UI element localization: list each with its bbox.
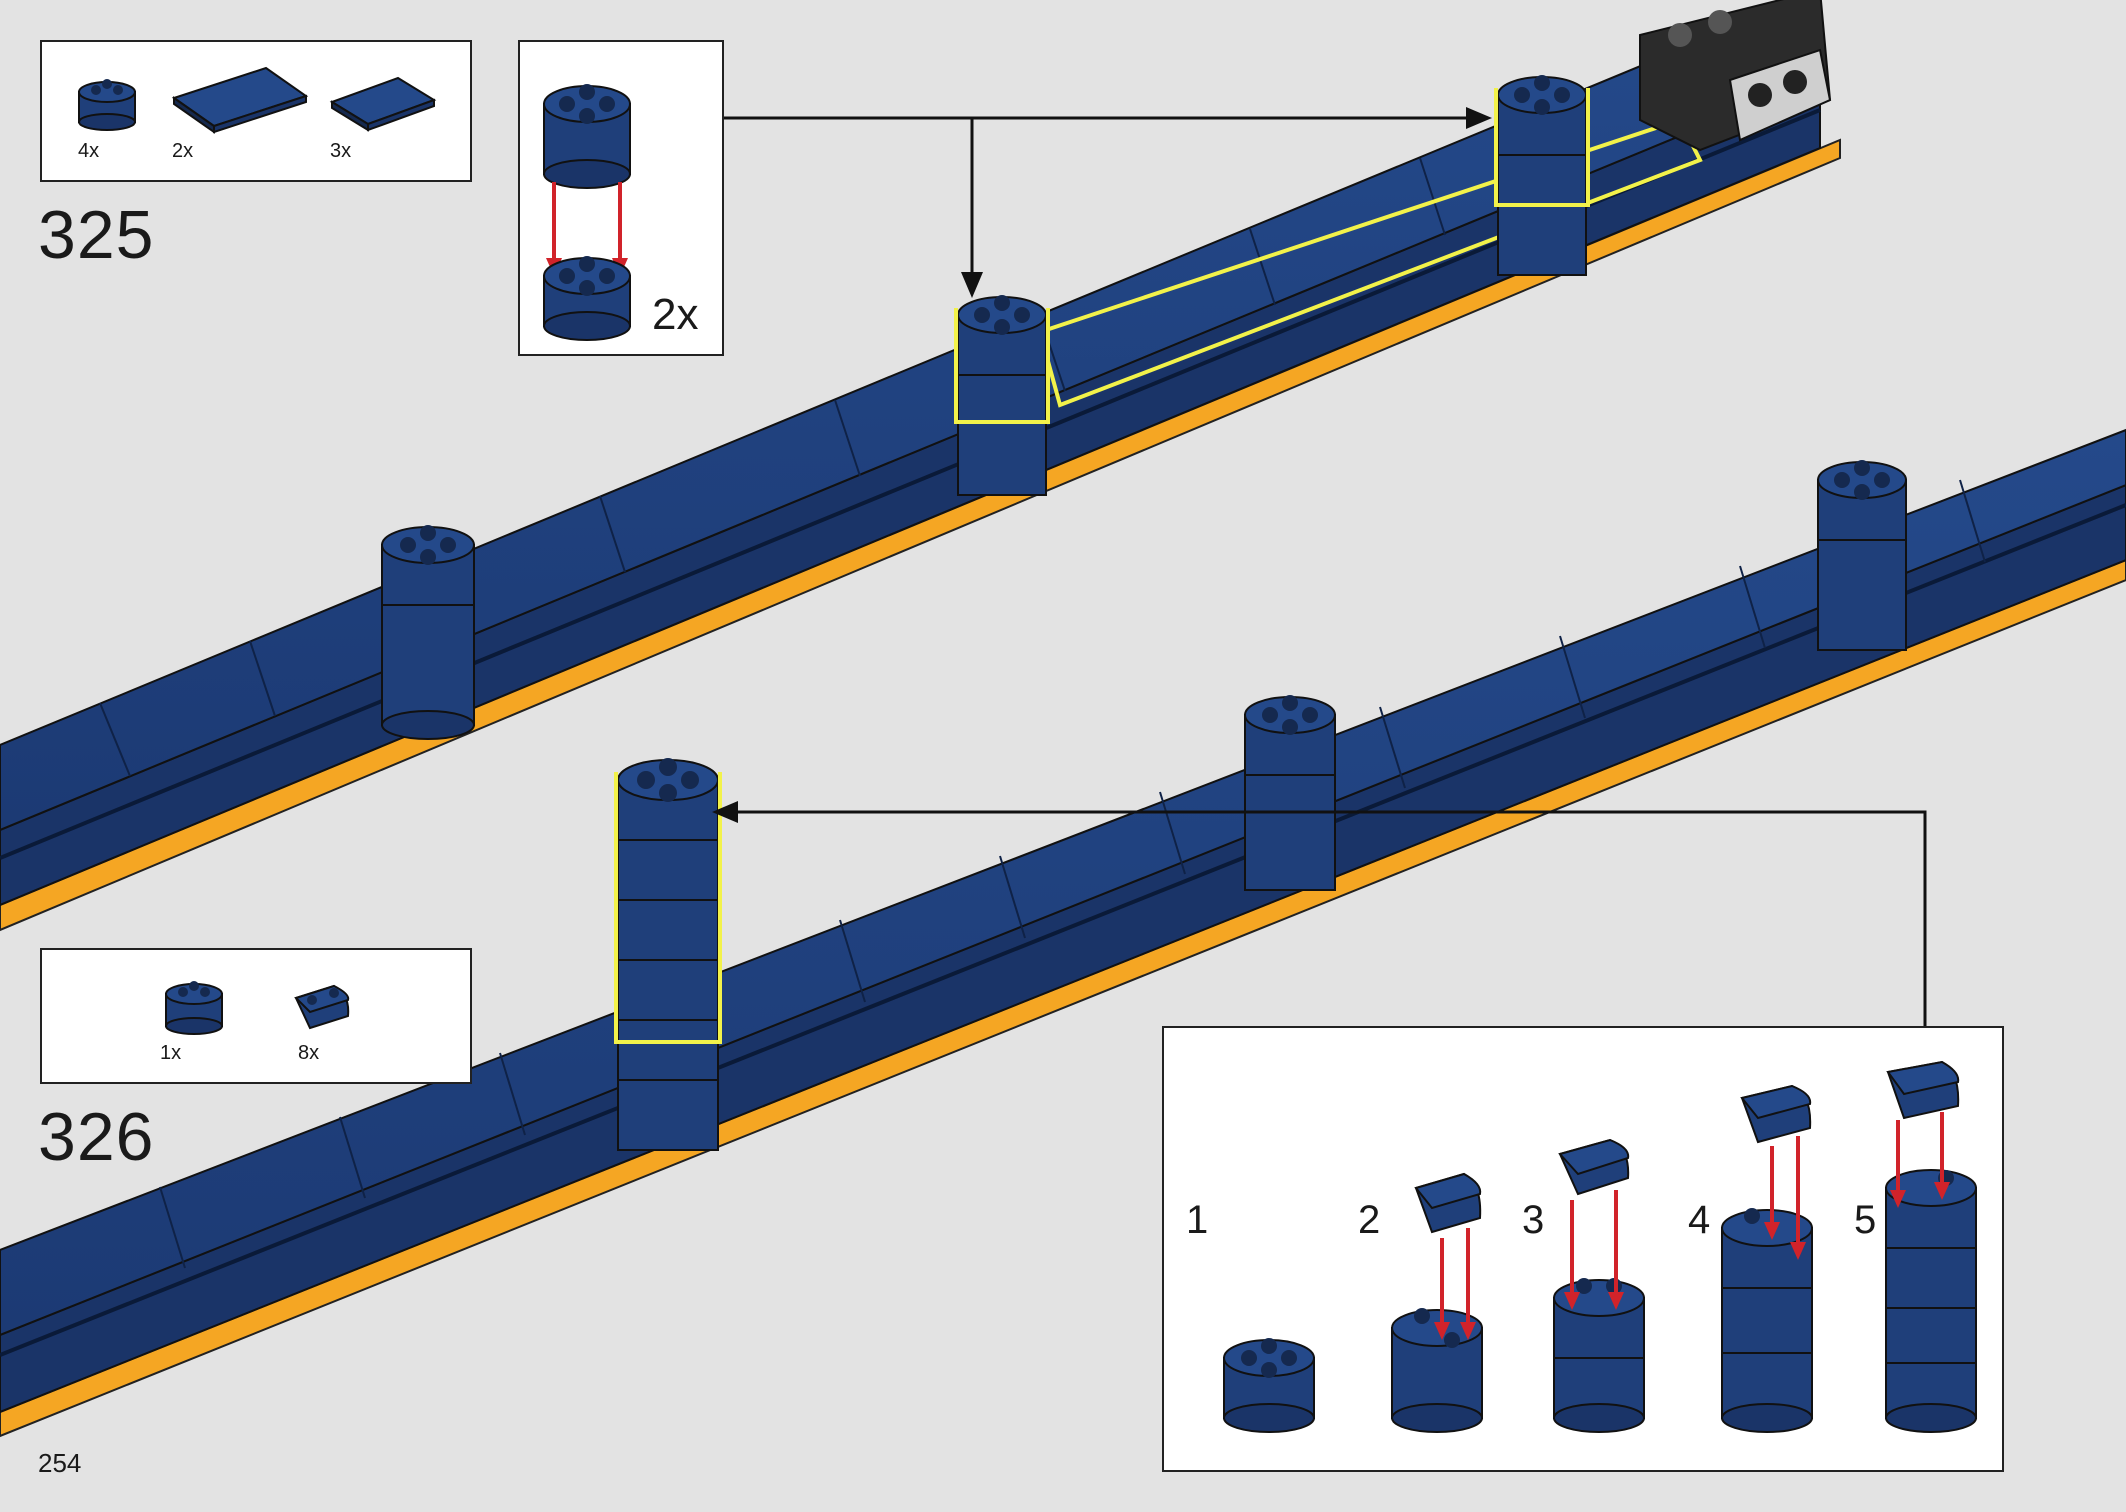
callout-325: 2x xyxy=(518,40,724,356)
qty-round-brick: 1x xyxy=(160,1042,182,1064)
substep-1: 1 xyxy=(1186,1198,1209,1242)
step-number-326: 326 xyxy=(38,1099,155,1175)
grey-end-block xyxy=(1639,0,1832,152)
arrowheads xyxy=(712,107,1492,823)
upper-post-2-new xyxy=(954,295,1050,496)
qty-tile-2x3: 3x xyxy=(330,140,352,162)
substep-1-brick xyxy=(1223,1338,1315,1433)
substep-2: 2 xyxy=(1358,1198,1381,1242)
substep-5: 5 xyxy=(1854,1198,1877,1242)
parts-list-326: 1x 8x xyxy=(40,948,472,1084)
parts-list-325: 4x 2x 3x xyxy=(40,40,472,182)
stacking-diagram xyxy=(543,84,631,341)
step-number-325: 325 xyxy=(38,197,155,273)
upper-post-1 xyxy=(381,525,475,740)
substep-3: 3 xyxy=(1522,1198,1545,1242)
substep-3-stack xyxy=(1553,1138,1645,1433)
substep-2-stack xyxy=(1391,1172,1483,1433)
page-number: 254 xyxy=(38,1448,82,1478)
callout-326: 1 2 3 4 5 xyxy=(1162,1026,2004,1472)
tile-2x3-icon xyxy=(329,76,437,132)
qty-round-brick: 4x xyxy=(78,140,100,162)
substep-diagrams xyxy=(1223,1060,1977,1433)
round-brick-corner-icon xyxy=(294,984,350,1030)
qty-tile-2x4: 2x xyxy=(172,140,194,162)
lower-post-1-new xyxy=(614,758,722,1151)
substep-4-stack xyxy=(1721,1084,1813,1433)
substep-5-stack xyxy=(1885,1060,1977,1433)
tile-2x4-icon xyxy=(171,66,309,134)
qty-round-corner: 8x xyxy=(298,1042,320,1064)
substep-4: 4 xyxy=(1688,1198,1711,1242)
upper-post-3-new xyxy=(1494,75,1590,276)
callout-multiplier: 2x xyxy=(652,290,699,339)
callout-arrows xyxy=(722,116,1927,1026)
lower-post-2 xyxy=(1244,695,1336,891)
lower-post-3 xyxy=(1817,460,1907,651)
lower-rail xyxy=(0,428,2126,1438)
round-brick-2x2-icon xyxy=(165,981,223,1035)
round-brick-2x2-icon xyxy=(78,79,136,131)
